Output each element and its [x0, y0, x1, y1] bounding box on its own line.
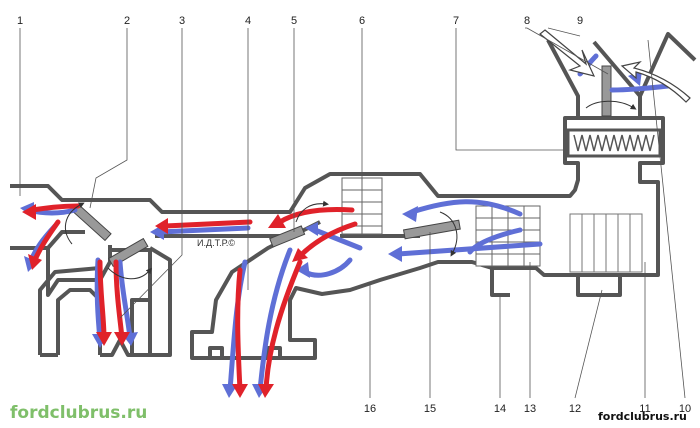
callout-labels: 1 2 3 4 5 6 7 8 9 10 11 12 13 14 15 16 [17, 15, 691, 415]
heater-radiator [475, 205, 541, 267]
callout-1: 1 [17, 15, 23, 27]
hot-air-heads [22, 204, 308, 398]
callout-6: 6 [359, 15, 365, 27]
watermark-left: fordclubrus.ru [10, 403, 147, 423]
callout-14: 14 [494, 403, 506, 415]
cabin-filter [566, 128, 662, 158]
callout-10: 10 [679, 403, 691, 415]
watermark-right: fordclubrus.ru [598, 410, 687, 423]
callout-9: 9 [577, 15, 583, 27]
callout-15: 15 [424, 403, 436, 415]
callout-2: 2 [124, 15, 130, 27]
evaporator [569, 213, 643, 273]
copyright-mark: И.Д.Т.Р.© [197, 238, 235, 248]
callout-11: 11 [639, 403, 650, 415]
callout-12: 12 [569, 403, 581, 415]
callout-4: 4 [245, 15, 251, 27]
callout-16: 16 [364, 403, 376, 415]
leader-lines [19, 27, 686, 399]
dampers [71, 65, 612, 268]
callout-7: 7 [453, 15, 459, 27]
callout-3: 3 [179, 15, 185, 27]
flap-arcs [64, 100, 637, 280]
callout-8: 8 [524, 15, 530, 27]
callout-5: 5 [291, 15, 297, 27]
callout-13: 13 [524, 403, 536, 415]
